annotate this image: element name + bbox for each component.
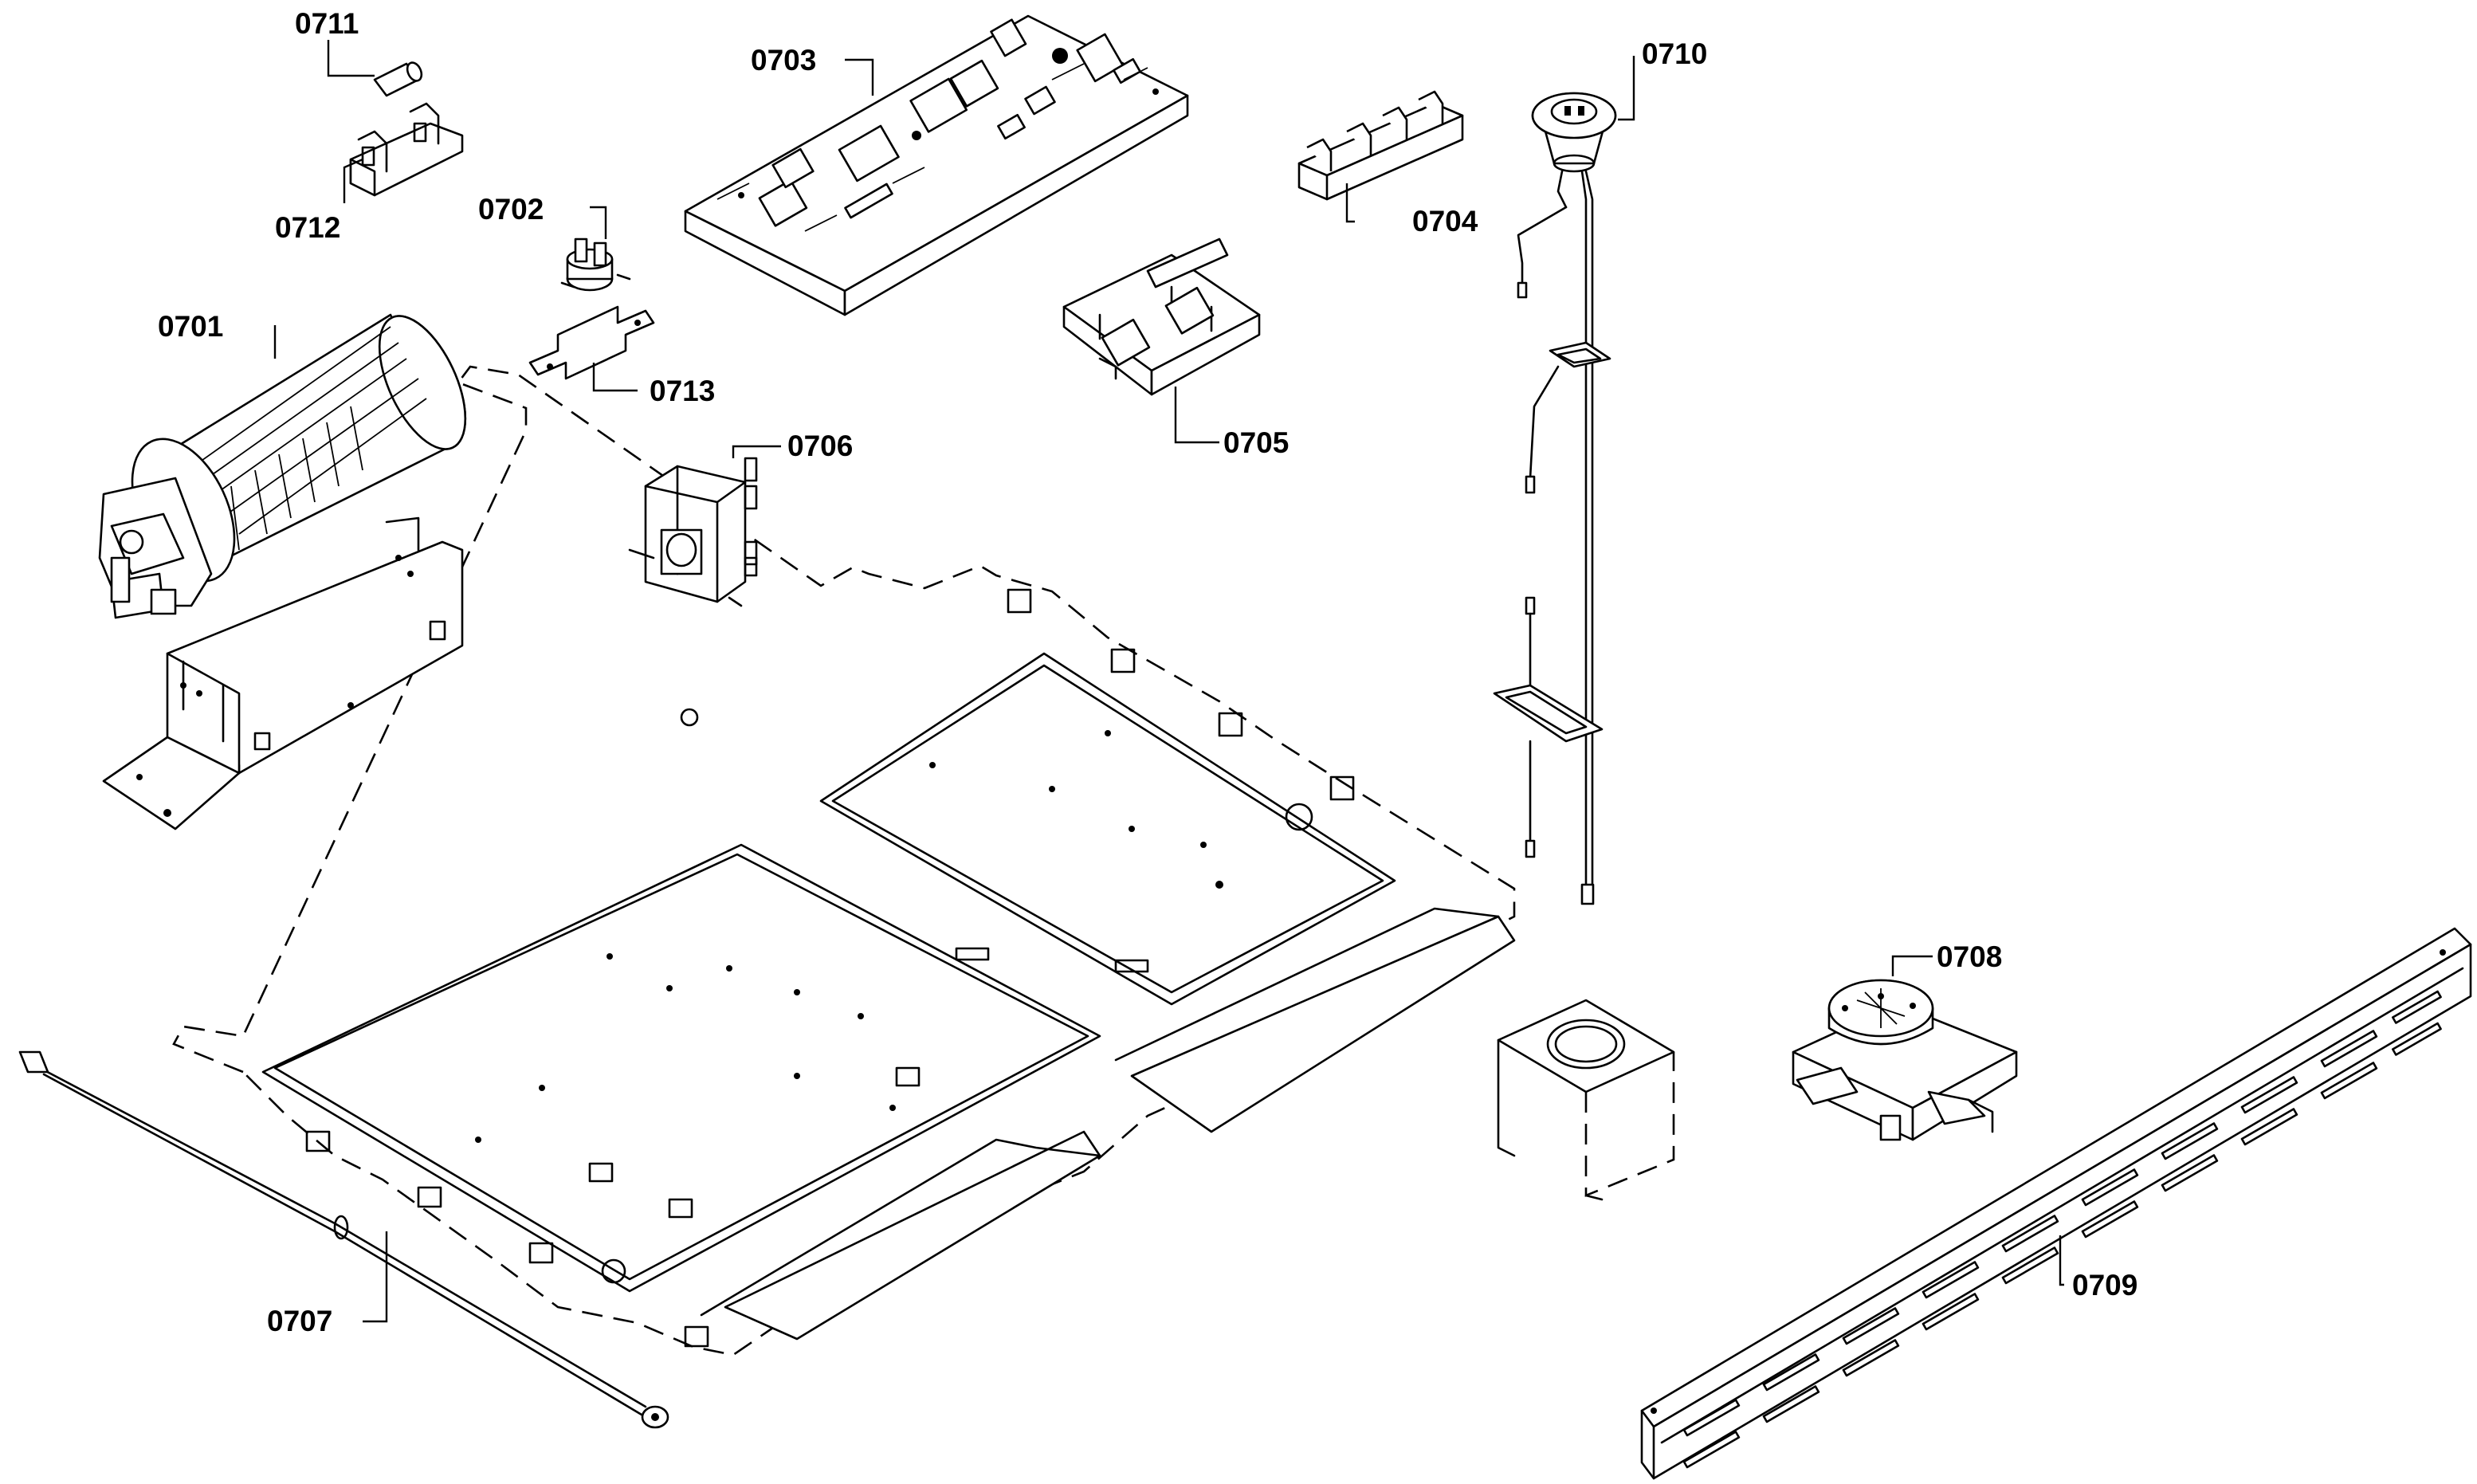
vent-slots xyxy=(1682,990,2442,1469)
part-label-0704: 0704 xyxy=(1412,205,1478,238)
thermostat-bracket-0713 xyxy=(528,305,655,380)
part-label-0708: 0708 xyxy=(1937,940,2002,973)
part-label-0707: 0707 xyxy=(267,1305,332,1337)
fan-motor-0701 xyxy=(98,313,467,619)
part-label-0713: 0713 xyxy=(650,375,715,407)
plate-tabs xyxy=(305,588,1355,1348)
part-label-0701: 0701 xyxy=(158,310,223,343)
transformer-0706 xyxy=(628,457,758,607)
part-label-0709: 0709 xyxy=(2072,1269,2137,1301)
part-label-0702: 0702 xyxy=(478,193,544,226)
fuse-0711 xyxy=(373,61,423,97)
light-socket-0710 xyxy=(1493,92,1617,905)
part-label-0712: 0712 xyxy=(275,211,340,244)
part-label-0706: 0706 xyxy=(787,430,853,462)
part-labels: 0711 0712 0702 0713 0701 0703 0704 0705 … xyxy=(158,7,2137,1337)
fuse-holder-0712 xyxy=(349,102,464,197)
fan-bracket xyxy=(102,516,464,830)
part-label-0710: 0710 xyxy=(1642,37,1707,70)
part-label-0711: 0711 xyxy=(295,7,359,40)
leader-lines xyxy=(273,40,2064,1323)
plate-holes xyxy=(475,708,1313,1284)
thermostat-0702 xyxy=(560,238,631,292)
part-label-0705: 0705 xyxy=(1223,426,1289,459)
timer-motor-0708 xyxy=(1792,979,2018,1141)
relay-housing-0705 xyxy=(1062,238,1261,396)
duct xyxy=(1497,999,1675,1201)
connector-block-0704 xyxy=(1297,90,1464,201)
ground-wire-0707 xyxy=(18,1050,669,1429)
control-board-0703 xyxy=(684,14,1189,316)
part-label-0703: 0703 xyxy=(751,44,816,77)
vent-trim-0709 xyxy=(1640,927,2472,1480)
mounting-plate xyxy=(172,365,1516,1356)
